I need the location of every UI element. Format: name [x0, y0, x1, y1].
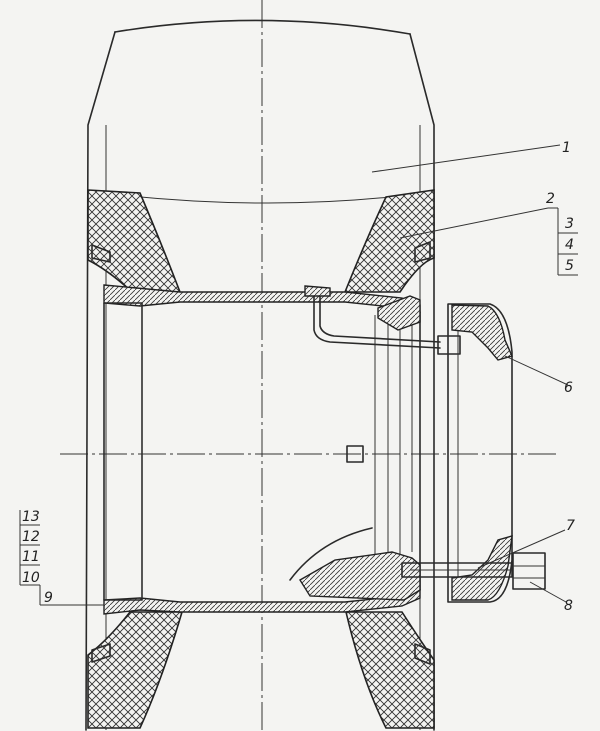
label-3: 3 [565, 216, 574, 232]
label-8: 8 [564, 598, 573, 614]
wheel-nut [512, 552, 546, 590]
valve-tube [304, 285, 461, 355]
stud-bolt [401, 562, 513, 578]
label-1: 1 [562, 140, 571, 156]
lower-bead [87, 611, 435, 729]
cover-plate [447, 303, 513, 603]
label-9: 9 [44, 590, 53, 606]
label-2: 2 [546, 191, 555, 207]
upper-bead [87, 189, 435, 293]
label-11: 11 [22, 549, 40, 565]
label-6: 6 [564, 380, 573, 396]
callouts: 1 2 3 4 5 6 7 8 9 10 11 12 13 [22, 140, 575, 614]
label-10: 10 [22, 570, 40, 586]
label-4: 4 [565, 237, 574, 253]
label-5: 5 [565, 258, 574, 274]
label-7: 7 [566, 518, 575, 534]
label-13: 13 [22, 509, 40, 525]
label-12: 12 [22, 529, 40, 545]
leader-lines [19, 144, 578, 606]
hub-body [289, 295, 421, 601]
